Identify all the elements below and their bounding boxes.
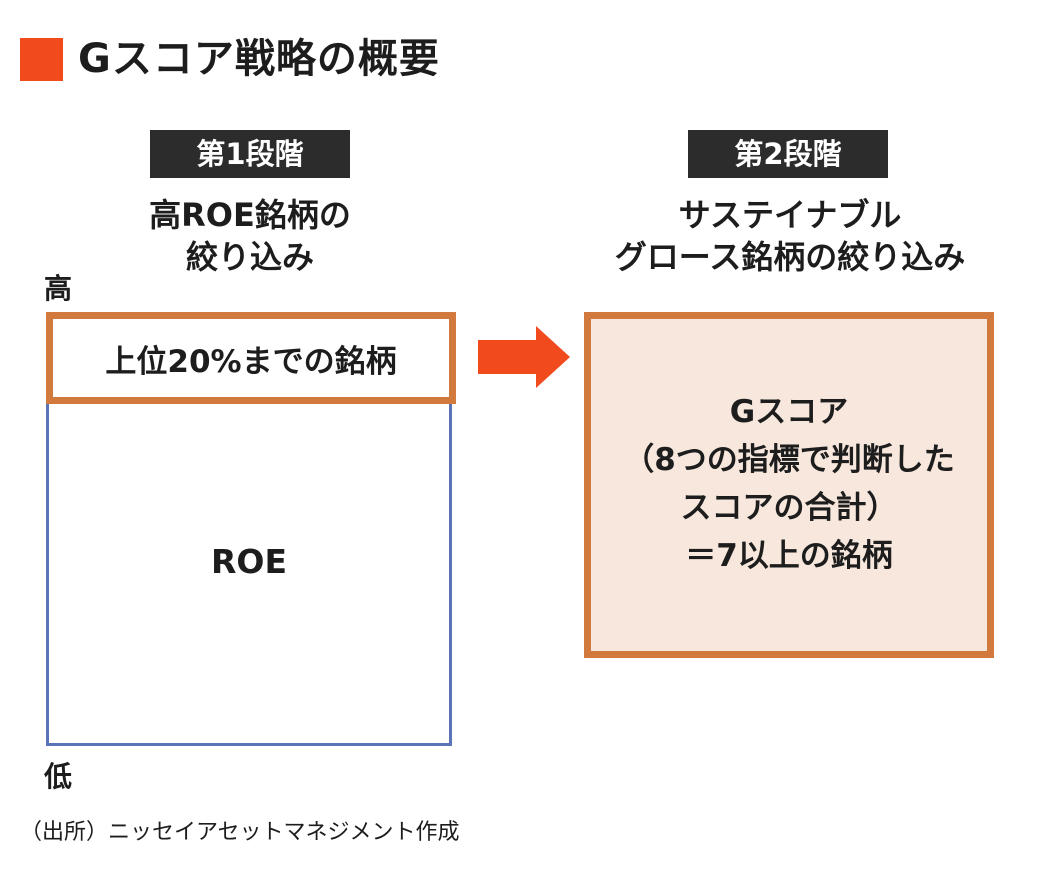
stage2-description-line2: グロース銘柄の絞り込み: [614, 238, 966, 276]
title-marker: [20, 38, 63, 81]
page-title: Gスコア戦略の概要: [78, 36, 440, 82]
axis-high-label: 高: [44, 272, 73, 305]
right-arrow-icon: [478, 326, 570, 388]
stage1-description-line1: 高ROE銘柄の: [149, 196, 351, 234]
source-note: （出所）ニッセイアセットマネジメント作成: [20, 820, 460, 845]
gscore-line3: スコアの合計）: [680, 490, 898, 526]
stage2-badge: 第2段階: [688, 130, 888, 178]
stage1-description-line2: 絞り込み: [185, 238, 314, 276]
gscore-line2: （8つの指標で判断した: [623, 442, 955, 478]
top20-box: 上位20%までの銘柄: [46, 312, 456, 404]
axis-low-label: 低: [44, 760, 73, 793]
stage1-description: 高ROE銘柄の 絞り込み: [60, 194, 440, 278]
top20-label: 上位20%までの銘柄: [105, 343, 397, 380]
gscore-line1: Gスコア: [729, 394, 849, 430]
stage2-description: サステイナブル グロース銘柄の絞り込み: [560, 194, 1020, 278]
gscore-box: [584, 312, 994, 658]
gscore-line4: ＝7以上の銘柄: [685, 538, 893, 574]
roe-label: ROE: [210, 542, 287, 581]
stage1-badge: 第1段階: [150, 130, 350, 178]
gscore-text: Gスコア （8つの指標で判断した スコアの合計） ＝7以上の銘柄: [584, 388, 994, 580]
stage2-description-line1: サステイナブル: [678, 196, 902, 234]
